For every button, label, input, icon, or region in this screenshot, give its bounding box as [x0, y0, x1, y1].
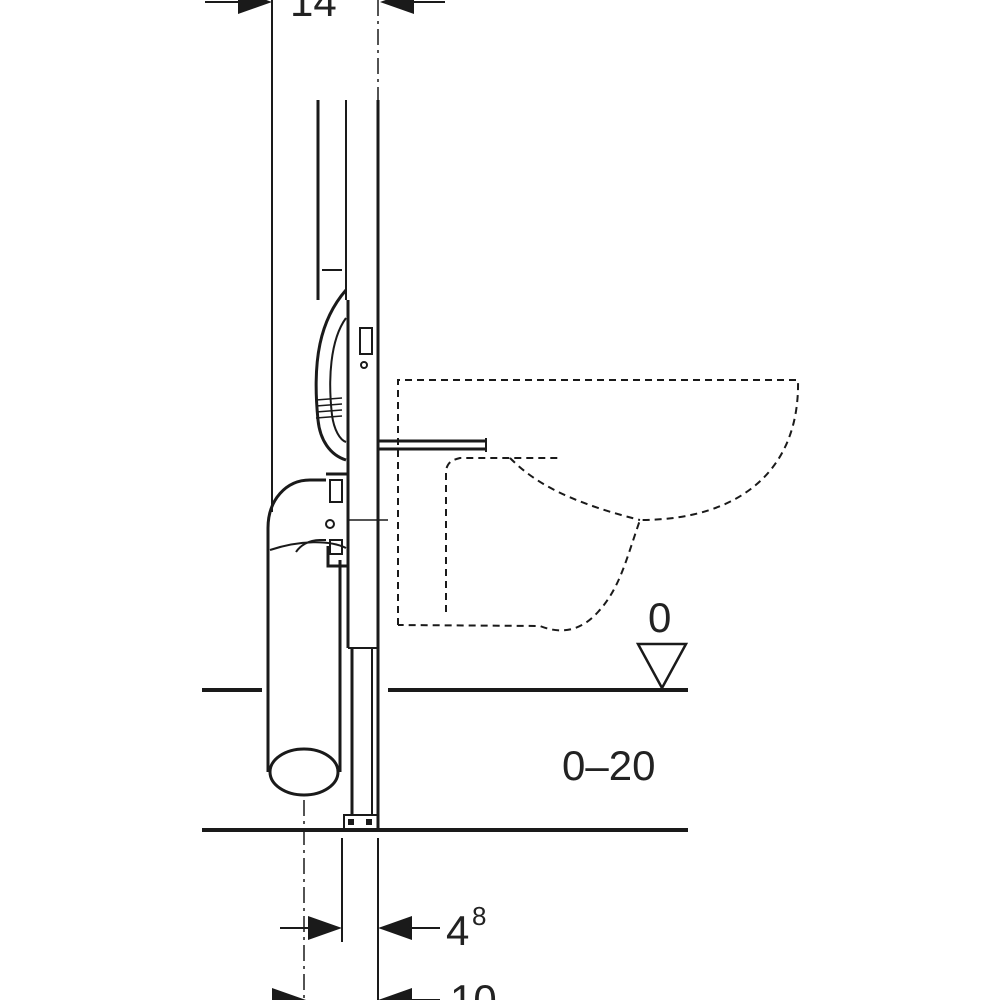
- arrow-icon: [378, 916, 412, 940]
- bottom-width-dimension: 10: [272, 976, 497, 1000]
- arrow-icon: [380, 0, 414, 14]
- bottom-offset-label: 4: [446, 907, 469, 954]
- bottom-offset-sup: 8: [472, 901, 486, 931]
- top-dimension: 14: [205, 0, 445, 25]
- arrow-icon: [272, 988, 306, 1000]
- installation-frame: [316, 100, 380, 832]
- floor-range-label: 0–20: [562, 742, 655, 789]
- downward-triangle-icon: [635, 642, 689, 691]
- wc-mounting-bolt: [378, 438, 487, 452]
- wc-bowl-outline: [397, 379, 800, 632]
- arrow-icon: [378, 988, 412, 1000]
- bottom-offset-dimension: 4 8: [280, 901, 486, 954]
- floor-level-label: 0: [648, 594, 671, 641]
- bottom-width-label: 10: [450, 976, 497, 1000]
- supply-hose: [314, 289, 348, 462]
- top-width-label: 14: [290, 0, 337, 25]
- arrow-icon: [308, 916, 342, 940]
- floor-level-marker: 0: [635, 594, 689, 691]
- drain-connector: [325, 472, 388, 568]
- drain-pipe: [266, 478, 347, 797]
- arrow-icon: [238, 0, 272, 14]
